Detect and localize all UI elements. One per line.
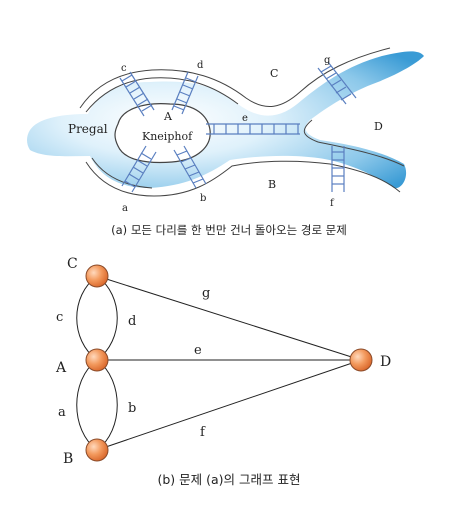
land-a-label: A	[163, 110, 173, 123]
bridge-d-label: d	[197, 60, 204, 71]
north-bank	[79, 47, 391, 109]
bridge-a	[121, 145, 157, 193]
node-b	[85, 438, 109, 462]
bridge-b	[173, 145, 207, 189]
node-c	[85, 264, 109, 288]
node-a	[85, 348, 109, 372]
node-c-label: C	[67, 256, 78, 272]
edge-c	[76, 275, 98, 361]
edge-f-label: f	[200, 425, 206, 440]
caption-b: (b) 문제 (a)의 그래프 표현	[158, 472, 301, 487]
bridge-c	[119, 71, 155, 117]
land-c-label: C	[270, 67, 278, 80]
edge-b	[96, 359, 118, 451]
edge-f	[96, 359, 362, 451]
river	[27, 51, 424, 189]
bridge-d	[171, 71, 199, 115]
edge-c-label: c	[56, 310, 63, 325]
south-bank	[85, 160, 401, 197]
bridge-c-label: c	[121, 63, 127, 74]
node-b-label: B	[63, 451, 73, 467]
bridge-g-label: g	[324, 55, 331, 66]
edge-d-label: d	[128, 314, 136, 329]
east-bank	[303, 119, 405, 167]
edge-d	[96, 275, 118, 361]
bridge-f-label: f	[330, 198, 335, 209]
edge-b-label: b	[128, 401, 136, 416]
pregal-label: Pregal	[68, 122, 108, 136]
node-d	[349, 348, 373, 372]
caption-a: (a) 모든 다리를 한 번만 건너 돌아오는 경로 문제	[111, 223, 347, 237]
edge-a-label: a	[58, 405, 66, 420]
river-map: Pregal Kneiphof A B C D c d a b e g f	[27, 47, 424, 214]
node-d-label: D	[380, 354, 391, 370]
bridge-e-label: e	[242, 113, 248, 124]
bridge-g	[317, 61, 357, 105]
kneiphof-label: Kneiphof	[142, 130, 193, 143]
bridge-a-label: a	[122, 203, 128, 214]
bridge-f	[331, 146, 345, 192]
bridge-b-label: b	[200, 193, 206, 204]
edge-g-label: g	[202, 286, 210, 301]
graph: C A B D c d a b g e f	[55, 256, 391, 467]
north-bank-inner	[85, 77, 239, 113]
edge-g	[96, 275, 362, 361]
south-bank-inner	[91, 157, 153, 189]
edge-a	[76, 359, 98, 451]
kneiphof-island	[114, 103, 211, 164]
land-b-label: B	[268, 178, 276, 191]
land-d-label: D	[374, 120, 383, 133]
node-a-label: A	[55, 360, 67, 376]
bridge-e	[206, 123, 300, 135]
edge-e-label: e	[194, 343, 202, 358]
